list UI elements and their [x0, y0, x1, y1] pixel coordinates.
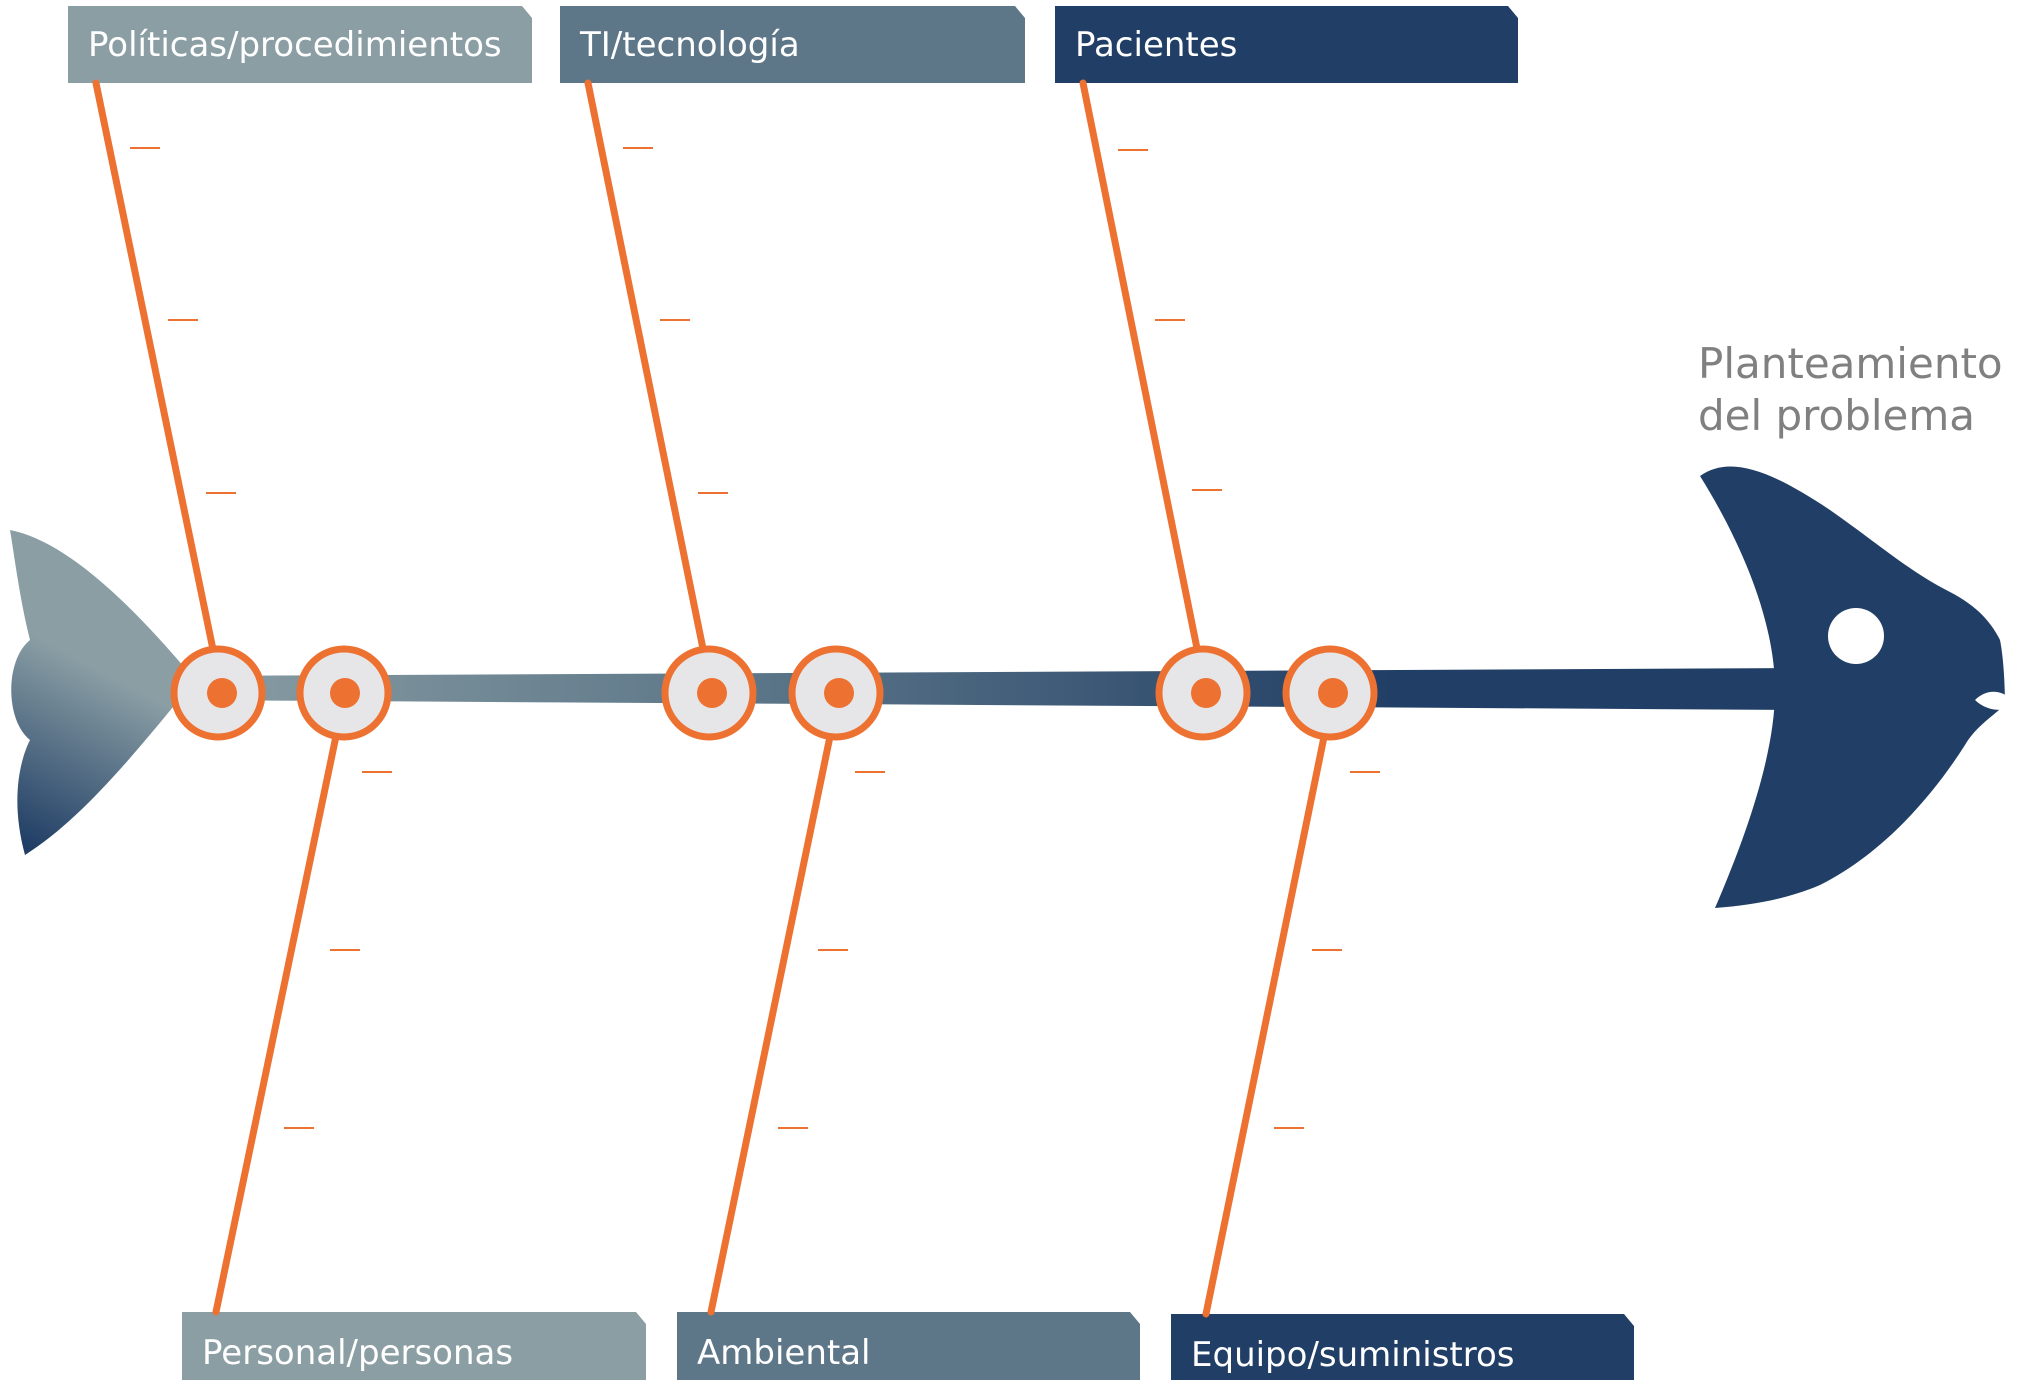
label-box-ti: [560, 6, 1025, 83]
category-label-politicas: Políticas/procedimientos: [88, 25, 502, 65]
node-dot-politicas: [207, 678, 237, 708]
bone-line-politicas: [92, 79, 226, 697]
node-dot-pacientes: [1191, 678, 1221, 708]
category-label-pacientes: Pacientes: [1075, 25, 1237, 65]
bone-line-ambiental: [707, 689, 843, 1316]
category-label-equipo: Equipo/suministros: [1191, 1335, 1515, 1375]
node-dot-equipo: [1318, 678, 1348, 708]
category-label-ti: TI/tecnología: [579, 25, 800, 65]
node-dot-ti: [697, 678, 727, 708]
fish-tail: [10, 530, 195, 855]
fish-mouth: [1975, 691, 2012, 710]
fish-spine: [170, 668, 1800, 710]
label-box-equipo: [1171, 1314, 1634, 1380]
category-label-personal: Personal/personas: [202, 1333, 513, 1373]
fish-eye: [1828, 608, 1884, 664]
category-label-ambiental: Ambiental: [697, 1333, 871, 1373]
bone-line-personal: [212, 689, 349, 1316]
problem-statement-line-1: Planteamiento: [1698, 339, 2003, 388]
label-box-pacientes: [1055, 6, 1518, 83]
bone-line-pacientes: [1079, 79, 1210, 697]
node-dot-ambiental: [824, 678, 854, 708]
node-dot-personal: [330, 678, 360, 708]
bone-line-ti: [584, 79, 716, 697]
bone-line-equipo: [1202, 689, 1337, 1318]
fishbone-bones: [92, 79, 1380, 1318]
fish-head: [1700, 466, 2005, 908]
problem-statement-line-2: del problema: [1698, 391, 1975, 440]
label-box-personal: [182, 1312, 646, 1380]
label-box-ambiental: [677, 1312, 1140, 1380]
label-box-politicas: [68, 6, 532, 83]
